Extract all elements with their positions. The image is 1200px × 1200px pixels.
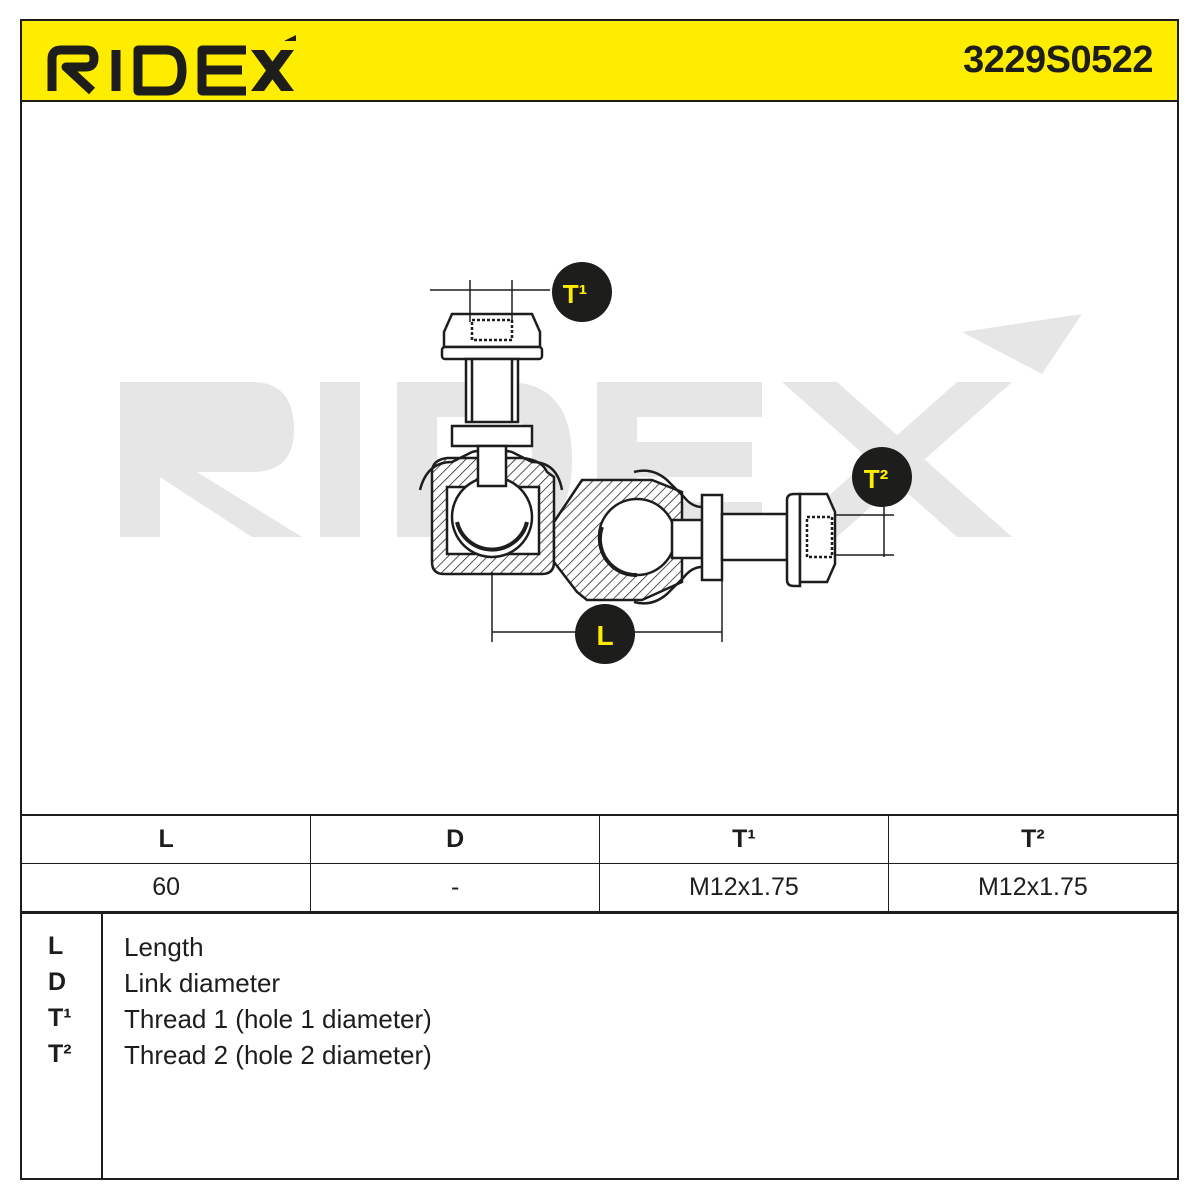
- legend-key: L: [48, 932, 64, 960]
- legend-text: Length: [124, 932, 204, 962]
- legend-key: D: [48, 968, 67, 996]
- legend-key: T¹: [48, 1004, 72, 1032]
- spec-header-row: L D T¹ T²: [22, 814, 1177, 864]
- legend-item: T² Thread 2 (hole 2 diameter): [22, 1040, 1177, 1076]
- header-bar: 3229S0522: [22, 21, 1177, 102]
- spec-value-l: 60: [22, 863, 312, 912]
- t2-callout: T²: [852, 447, 912, 507]
- stabilizer-link-diagram: T¹ T² L: [120, 262, 1082, 664]
- legend-text: Thread 2 (hole 2 diameter): [124, 1040, 432, 1070]
- spec-value-row: 60 - M12x1.75 M12x1.75: [22, 863, 1177, 912]
- legend-item: L Length: [22, 932, 1177, 968]
- left-ball-joint: [418, 444, 564, 576]
- svg-text:T¹: T¹: [563, 279, 588, 309]
- link-arm: [552, 469, 703, 605]
- legend-item: D Link diameter: [22, 968, 1177, 1004]
- t1-callout: T¹: [552, 262, 612, 322]
- ridex-logo: [47, 35, 296, 96]
- spec-value-t1: M12x1.75: [599, 863, 889, 912]
- technical-drawing: T¹ T² L: [22, 102, 1177, 814]
- spec-header-d: D: [310, 814, 600, 864]
- spec-header-t1: T¹: [599, 814, 889, 864]
- spec-header-t2: T²: [887, 814, 1177, 864]
- legend-text: Thread 1 (hole 1 diameter): [124, 1004, 432, 1034]
- legend-divider: [101, 914, 103, 1180]
- legend-key: T²: [48, 1040, 72, 1068]
- spec-value-d: -: [310, 863, 600, 912]
- legend-text: Link diameter: [124, 968, 281, 998]
- svg-text:L: L: [596, 620, 613, 651]
- spec-table: L D T¹ T² 60 - M12x1.75 M12x1.75: [22, 814, 1177, 912]
- legend: L Length D Link diameter T¹ Thread 1 (ho…: [22, 912, 1177, 1180]
- upper-bolt: [440, 312, 544, 448]
- part-number: 3229S0522: [963, 39, 1153, 81]
- product-sheet: 3229S0522: [20, 19, 1179, 1180]
- legend-item: T¹ Thread 1 (hole 1 diameter): [22, 1004, 1177, 1040]
- spec-header-l: L: [22, 814, 312, 864]
- side-bolt: [670, 492, 837, 588]
- spec-value-t2: M12x1.75: [887, 863, 1177, 912]
- l-callout: L: [575, 604, 635, 664]
- svg-text:T²: T²: [864, 464, 889, 494]
